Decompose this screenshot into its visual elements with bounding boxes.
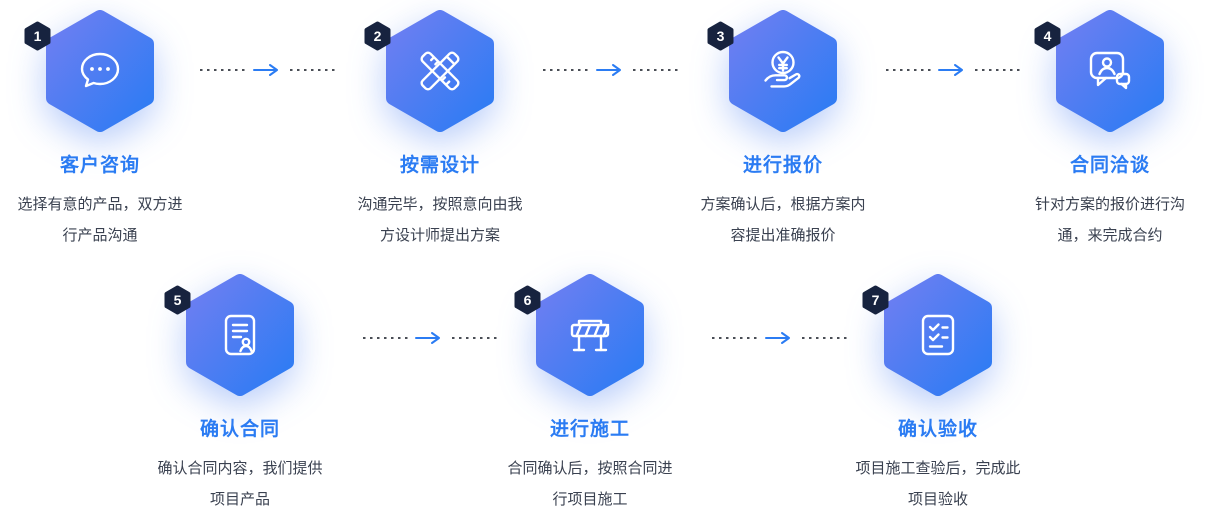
step-title: 合同洽谈 bbox=[1069, 155, 1150, 176]
step-title: 按需设计 bbox=[399, 155, 480, 176]
desc-line: 容提出准确报价 bbox=[730, 227, 836, 244]
step-number: 6 bbox=[523, 292, 532, 308]
step-7: 7 确认验收 项目施工查验后，完成此 项目验收 bbox=[828, 264, 1048, 515]
step-description: 项目施工查验后，完成此 项目验收 bbox=[843, 453, 1033, 515]
desc-line: 项目验收 bbox=[907, 491, 968, 508]
connector-6-7 bbox=[712, 330, 848, 346]
step-number-badge: 6 bbox=[514, 285, 541, 316]
step-number-badge: 5 bbox=[164, 285, 191, 316]
step-6-hexagon: 6 bbox=[514, 272, 646, 398]
step-description: 确认合同内容，我们提供 项目产品 bbox=[145, 453, 335, 515]
arrow-right-icon bbox=[596, 64, 621, 76]
arrow-right-icon bbox=[938, 64, 963, 76]
connector-5-6 bbox=[363, 330, 497, 346]
step-4: 4 合同洽谈 针对方案的报价进行沟 通，来完成合约 bbox=[1000, 0, 1210, 251]
step-description: 选择有意的产品，双方进 行产品沟通 bbox=[5, 189, 195, 251]
arrow-right-icon bbox=[415, 332, 440, 344]
step-description: 方案确认后，根据方案内 容提出准确报价 bbox=[688, 189, 878, 251]
step-number-badge: 2 bbox=[364, 21, 391, 52]
desc-line: 项目施工查验后，完成此 bbox=[855, 460, 1021, 477]
step-2-hexagon: 2 bbox=[364, 8, 496, 134]
desc-line: 针对方案的报价进行沟 bbox=[1034, 196, 1185, 213]
step-number: 4 bbox=[1043, 28, 1052, 44]
connector-1-2 bbox=[200, 62, 336, 78]
quote-icon bbox=[729, 10, 837, 132]
desc-line: 合同确认后，按照合同进 bbox=[507, 460, 673, 477]
connector-2-3 bbox=[543, 62, 679, 78]
dotted-line bbox=[290, 69, 336, 71]
step-7-hexagon: 7 bbox=[862, 272, 994, 398]
step-title: 客户咨询 bbox=[59, 155, 140, 176]
step-3-hexagon: 3 bbox=[707, 8, 839, 134]
contract-icon bbox=[186, 274, 294, 396]
dotted-line bbox=[712, 337, 758, 339]
acceptance-icon bbox=[884, 274, 992, 396]
dotted-line bbox=[802, 337, 848, 339]
desc-line: 行项目施工 bbox=[552, 491, 628, 508]
step-description: 沟通完毕，按照意向由我 方设计师提出方案 bbox=[345, 189, 535, 251]
step-2: 2 按需设计 沟通完毕，按照意向由我 方设计师提出方案 bbox=[330, 0, 550, 251]
step-number: 5 bbox=[173, 292, 182, 308]
negotiation-icon bbox=[1056, 10, 1164, 132]
construction-icon bbox=[536, 274, 644, 396]
desc-line: 项目产品 bbox=[209, 491, 270, 508]
step-number: 7 bbox=[871, 292, 880, 308]
step-number-badge: 4 bbox=[1034, 21, 1061, 52]
desc-line: 行产品沟通 bbox=[62, 227, 138, 244]
desc-line: 选择有意的产品，双方进 bbox=[17, 196, 183, 213]
dotted-line bbox=[886, 69, 931, 71]
dotted-line bbox=[363, 337, 408, 339]
step-6: 6 进行施工 合同确认后，按照合同进 行项目施工 bbox=[480, 264, 700, 515]
desc-line: 方案确认后，根据方案内 bbox=[700, 196, 866, 213]
desc-line: 方设计师提出方案 bbox=[379, 227, 500, 244]
desc-line: 确认合同内容，我们提供 bbox=[157, 460, 323, 477]
step-title: 确认合同 bbox=[199, 419, 280, 440]
step-1: 1 客户咨询 选择有意的产品，双方进 行产品沟通 bbox=[0, 0, 210, 251]
connector-3-4 bbox=[886, 62, 1020, 78]
step-title: 进行施工 bbox=[549, 419, 630, 440]
arrow-right-icon bbox=[253, 64, 278, 76]
step-1-hexagon: 1 bbox=[24, 8, 156, 134]
dotted-line bbox=[543, 69, 589, 71]
dotted-line bbox=[633, 69, 679, 71]
step-description: 合同确认后，按照合同进 行项目施工 bbox=[495, 453, 685, 515]
step-number: 2 bbox=[373, 28, 382, 44]
step-5: 5 确认合同 确认合同内容，我们提供 项目产品 bbox=[130, 264, 350, 515]
dotted-line bbox=[975, 69, 1020, 71]
step-5-hexagon: 5 bbox=[164, 272, 296, 398]
step-number: 3 bbox=[716, 28, 725, 44]
dotted-line bbox=[200, 69, 246, 71]
step-3: 3 进行报价 方案确认后，根据方案内 容提出准确报价 bbox=[673, 0, 893, 251]
step-description: 针对方案的报价进行沟 通，来完成合约 bbox=[1015, 189, 1205, 251]
desc-line: 通，来完成合约 bbox=[1057, 227, 1163, 244]
design-icon bbox=[386, 10, 494, 132]
arrow-right-icon bbox=[765, 332, 790, 344]
step-number-badge: 7 bbox=[862, 285, 889, 316]
step-number-badge: 3 bbox=[707, 21, 734, 52]
step-4-hexagon: 4 bbox=[1034, 8, 1166, 134]
step-title: 确认验收 bbox=[897, 419, 978, 440]
step-number: 1 bbox=[33, 28, 42, 44]
desc-line: 沟通完毕，按照意向由我 bbox=[357, 196, 523, 213]
dotted-line bbox=[452, 337, 497, 339]
step-number-badge: 1 bbox=[24, 21, 51, 52]
step-title: 进行报价 bbox=[742, 155, 823, 176]
chat-icon bbox=[46, 10, 154, 132]
